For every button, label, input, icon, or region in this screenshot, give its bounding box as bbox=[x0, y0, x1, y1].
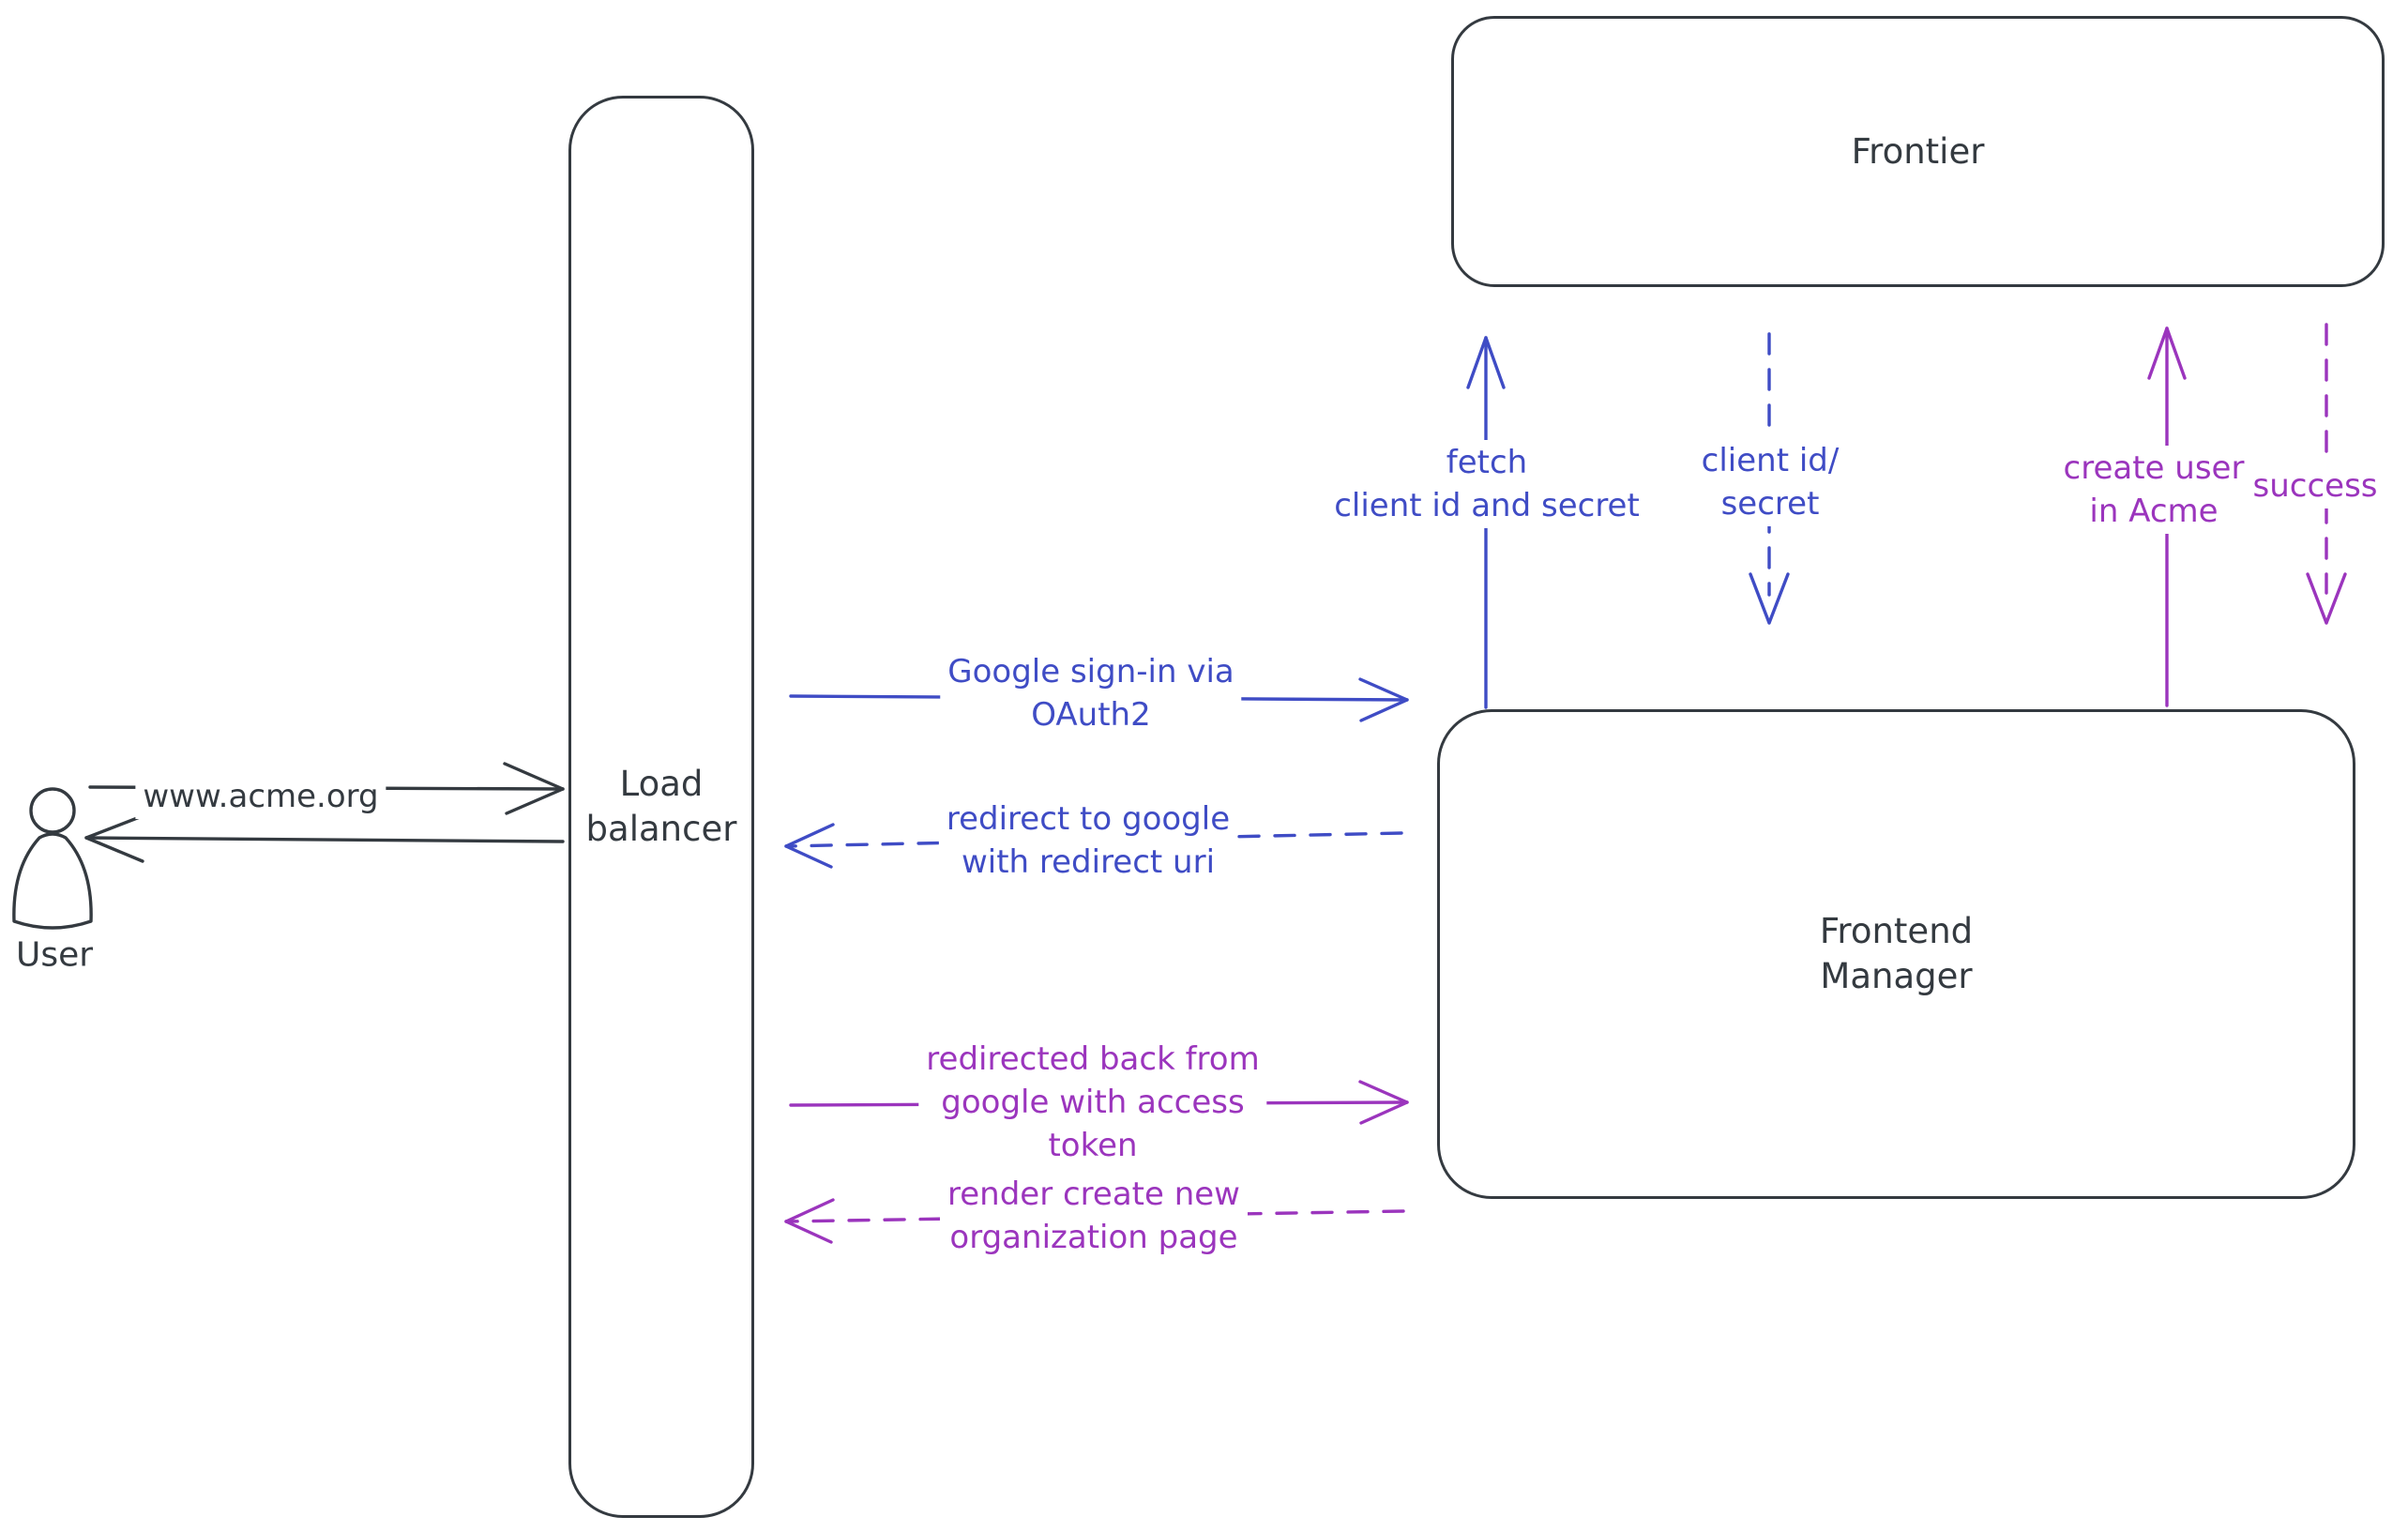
label-line: google with access bbox=[941, 1084, 1245, 1121]
arrow-render-org-page bbox=[784, 1198, 1405, 1244]
frontend-manager-node: Frontend Manager bbox=[1437, 709, 2355, 1199]
load-balancer-label-line2: balancer bbox=[585, 809, 737, 849]
frontier-node: Frontier bbox=[1451, 16, 2385, 287]
arrow-success bbox=[2306, 323, 2347, 625]
label-create-user: create user in Acme bbox=[2055, 446, 2252, 534]
arrow-loadbalancer-to-user bbox=[84, 813, 565, 863]
label-www-acme: www.acme.org bbox=[135, 774, 386, 819]
load-balancer-label-line1: Load bbox=[619, 764, 704, 804]
label-render-org-page: render create new organization page bbox=[940, 1172, 1248, 1260]
label-line: client id/ bbox=[1701, 442, 1840, 479]
label-line: www.acme.org bbox=[143, 778, 379, 815]
label-line: redirect to google bbox=[946, 800, 1231, 838]
label-line: render create new bbox=[947, 1176, 1240, 1213]
label-fetch-creds: fetch client id and secret bbox=[1326, 440, 1647, 528]
label-line: with redirect uri bbox=[961, 843, 1216, 881]
label-google-signin: Google sign-in via OAuth2 bbox=[940, 649, 1242, 737]
arrow-client-id-secret bbox=[1749, 332, 1790, 625]
arrow-redirect-google bbox=[784, 823, 1403, 869]
label-redirected-back: redirected back from google with access … bbox=[918, 1037, 1267, 1168]
label-line: OAuth2 bbox=[1031, 696, 1151, 734]
user-label: User bbox=[15, 935, 94, 975]
label-line: client id and secret bbox=[1334, 487, 1640, 524]
frontend-manager-label-line1: Frontend bbox=[1819, 911, 1974, 951]
user-head bbox=[29, 787, 76, 834]
label-line: success bbox=[2252, 467, 2378, 505]
label-line: in Acme bbox=[2089, 493, 2219, 530]
frontier-label: Frontier bbox=[1851, 130, 1985, 172]
load-balancer-node: Load balancer bbox=[568, 96, 754, 1518]
label-line: redirected back from bbox=[926, 1040, 1260, 1078]
label-redirect-google: redirect to google with redirect uri bbox=[938, 796, 1238, 885]
label-line: create user bbox=[2063, 449, 2245, 487]
label-success: success bbox=[2245, 463, 2385, 508]
label-line: Google sign-in via bbox=[947, 653, 1234, 690]
label-line: fetch bbox=[1446, 444, 1528, 481]
user-figure bbox=[12, 787, 93, 930]
label-line: token bbox=[1048, 1127, 1138, 1164]
label-line: organization page bbox=[949, 1219, 1238, 1256]
frontend-manager-label-line2: Manager bbox=[1820, 956, 1973, 996]
label-line: secret bbox=[1720, 485, 1820, 523]
user-body bbox=[12, 832, 93, 930]
label-client-id-secret: client id/ secret bbox=[1693, 438, 1847, 526]
